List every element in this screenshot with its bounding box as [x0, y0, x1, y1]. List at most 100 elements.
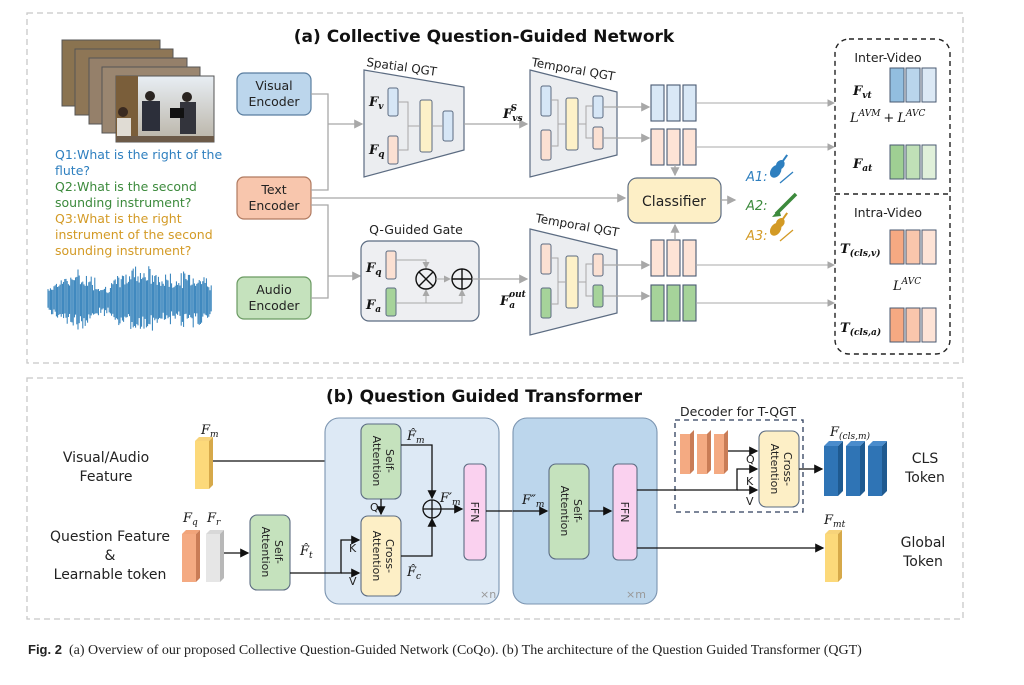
question-feature-stack-top [650, 128, 697, 166]
panel-a-frame [26, 12, 964, 364]
svg-text:A3:: A3: [745, 229, 768, 244]
ffn-block: FFN [463, 463, 487, 561]
panel-b-title: (b) Question Guided Transformer [326, 387, 643, 407]
svg-text:Cross-Attention: Cross-Attention [370, 531, 396, 582]
output-connectors [696, 99, 836, 307]
svg-text:FFN: FFN [618, 502, 631, 523]
decoder-v-label: V [746, 495, 754, 508]
svg-text:Fvt: Fvt [852, 84, 872, 101]
svg-text:Global: Global [901, 535, 946, 551]
spatial-qgt: Spatial QGT Fv Fq [363, 55, 465, 178]
question-feature-label: Question Feature & Learnable token [50, 529, 170, 583]
self-attention-block-input: Self-Attention [249, 514, 291, 591]
clarinet-icon [772, 192, 798, 217]
svg-text:Learnable token: Learnable token [54, 567, 167, 583]
f-vs-label: FvsS [502, 104, 523, 124]
text-encoder: Text Encoder [236, 176, 312, 220]
f-m-prime-label: F′m [439, 491, 461, 508]
f-m-dprime-label: F″m [521, 493, 544, 510]
svg-text:Question Feature: Question Feature [50, 529, 170, 545]
decoder-cross-attention: Cross-Attention [758, 430, 800, 508]
decoder-box [674, 419, 804, 513]
svg-text:CLS: CLS [912, 451, 939, 467]
question-3-line-3: sounding instrument? [55, 243, 191, 258]
svg-text:Encoder: Encoder [248, 298, 300, 313]
svg-text:A1:: A1: [745, 170, 768, 185]
v-label: V [349, 575, 357, 588]
f-t-hat-label: F̂t [299, 543, 313, 561]
classifier-box: Classifier [627, 177, 722, 224]
cross-attention-block: Cross-Attention [360, 515, 402, 597]
svg-text:Token: Token [902, 554, 943, 570]
f-c-hat-label: F̂c [406, 564, 421, 582]
svg-text:Fq: Fq [182, 511, 198, 528]
question-list: Q1:What is the right of the flute? Q2:Wh… [55, 147, 222, 258]
answer-2: A2: [745, 192, 798, 217]
q-guided-gate-label: Q-Guided Gate [369, 222, 463, 237]
f-m-hat-label: F̂m [406, 428, 425, 446]
svg-text:Intra-Video: Intra-Video [854, 205, 922, 220]
ffn-block-2: FFN [612, 463, 638, 561]
audio-waveform [47, 266, 212, 331]
intra-video-section: Intra-Video T(cls,v) LAVC T(cls,a) [840, 205, 937, 343]
svg-text:Self-Attention: Self-Attention [259, 527, 285, 578]
learnable-token: Fr [206, 511, 224, 582]
decoder-query-tokens [680, 430, 728, 474]
panel-a-title: (a) Collective Question-Guided Network [294, 27, 675, 47]
svg-text:LAVC: LAVC [892, 277, 921, 294]
svg-text:Classifier: Classifier [642, 194, 706, 210]
svg-text:Feature: Feature [80, 469, 133, 485]
svg-text:Fat: Fat [852, 157, 873, 174]
f-cls-m-label: F(cls,m) [829, 425, 870, 442]
decoder-q-label: Q [746, 453, 755, 466]
panel-b-frame [26, 377, 964, 620]
svg-text:Text: Text [260, 182, 286, 197]
svg-text:Self-Attention: Self-Attention [558, 486, 584, 537]
contrastive-box [834, 38, 951, 355]
repeat-n-label: ×n [480, 588, 496, 601]
visual-audio-feature-label: Visual/Audio Feature [63, 450, 149, 485]
k-label: K [349, 542, 357, 555]
svg-text:Fa: Fa [365, 298, 381, 315]
temporal-qgt-bottom: Temporal QGT [529, 211, 621, 336]
cls-token-label: CLS Token [904, 451, 945, 486]
svg-text:Fr: Fr [206, 511, 221, 528]
encoder-connectors [311, 93, 627, 299]
svg-text:Fm: Fm [200, 423, 219, 440]
svg-text:A2:: A2: [745, 199, 768, 214]
temporal-qgt-top: Temporal QGT [529, 55, 618, 178]
video-frames [61, 39, 215, 143]
audio-encoder: Audio Encoder [236, 276, 312, 320]
f-a-out-label: Faout [499, 290, 527, 311]
question-2-line-2: sounding instrument? [55, 195, 191, 210]
figure-label: Fig. 2 [28, 642, 62, 657]
visual-encoder: Visual Encoder [236, 72, 312, 116]
self-attention-block: Self-Attention [360, 423, 402, 500]
figure-caption: Fig. 2 (a) Overview of our proposed Coll… [28, 641, 988, 659]
decoder-label: Decoder for T-QGT [680, 404, 796, 419]
question-1-line-1: Q1:What is the right of the [55, 147, 222, 162]
svg-text:Inter-Video: Inter-Video [854, 50, 921, 65]
violin-icon [769, 212, 788, 236]
global-token-label: Global Token [901, 535, 946, 570]
audio-feature-stack [650, 284, 697, 322]
q-label: Q [370, 501, 379, 514]
svg-text:Encoder: Encoder [248, 94, 300, 109]
svg-text:FFN: FFN [468, 502, 481, 523]
global-token [825, 530, 842, 582]
answer-1: A1: [745, 154, 794, 185]
repeat-m-label: ×m [626, 588, 646, 601]
inter-video-section: Inter-Video Fvt LAVM+LAVC Fat [849, 50, 937, 180]
question-feature-stack-bottom [650, 239, 697, 277]
question-3-line-2: instrument of the second [55, 227, 213, 242]
svg-text:T(cls,v): T(cls,v) [840, 242, 881, 259]
f-mt-label: Fmt [823, 513, 846, 530]
question-1-line-2: flute? [55, 163, 90, 178]
question-3-line-1: Q3:What is the right [55, 211, 182, 226]
svg-text:Visual/Audio: Visual/Audio [63, 450, 149, 466]
svg-text:Fq: Fq [365, 261, 382, 278]
svg-text:Fq: Fq [368, 143, 385, 160]
svg-text:Fv: Fv [368, 95, 384, 112]
answer-3: A3: [745, 212, 794, 244]
question-token: Fq [182, 511, 200, 582]
